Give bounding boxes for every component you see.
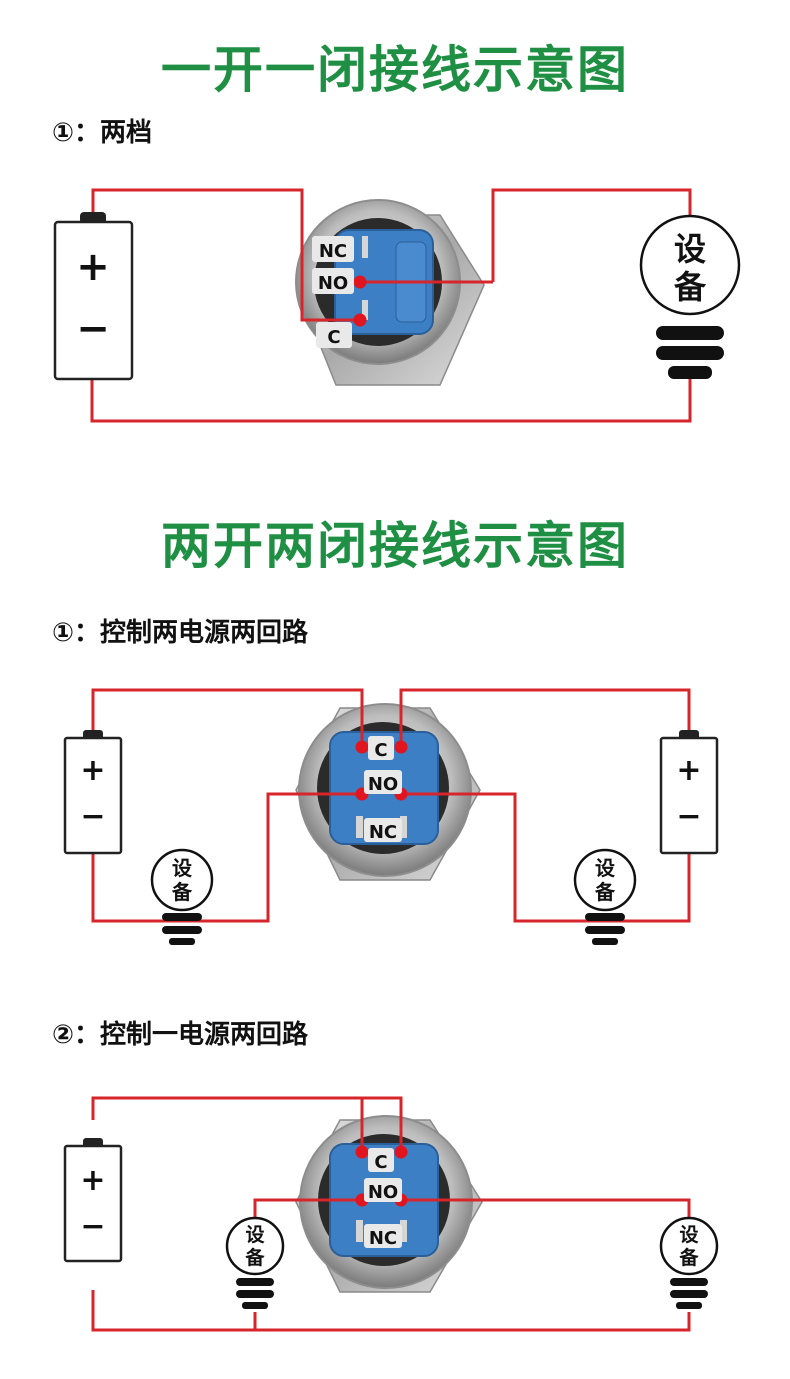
terminal-tag-no: NO xyxy=(364,1178,402,1203)
device-left-label-top: 设 xyxy=(245,1224,264,1246)
battery: + − xyxy=(63,1138,123,1263)
terminal-label-nc: NC xyxy=(369,1228,397,1249)
terminal-label-no: NO xyxy=(318,273,348,294)
device-left-label-top: 设 xyxy=(172,856,192,880)
terminal-tag-no: NO xyxy=(364,770,402,795)
diagram-one-power-two-circuits: C NO NC + − 设 备 设 备 xyxy=(63,1096,719,1332)
device-right-label-bottom: 备 xyxy=(594,880,616,904)
terminal-dot-c-right xyxy=(394,740,408,754)
device-left-label-bottom: 备 xyxy=(244,1246,265,1269)
terminal-dot-no xyxy=(353,275,367,289)
battery: + − xyxy=(53,212,134,381)
diagram-two-power-two-circuits: C NO NC + − + − 设 备 设 备 xyxy=(63,688,719,945)
terminal-tag-c: C xyxy=(368,1148,394,1173)
title-two-open-two-close: 两开两闭接线示意图 xyxy=(161,517,629,575)
battery-left: + − xyxy=(63,730,123,855)
battery-minus-sign: − xyxy=(76,306,110,352)
terminal-label-no: NO xyxy=(368,1182,398,1203)
device-label-bottom: 备 xyxy=(674,268,707,306)
terminal-label-c: C xyxy=(374,740,387,761)
terminal-dot-c-left xyxy=(355,740,369,754)
device-label-top: 设 xyxy=(674,230,706,268)
terminal-tag-c: C xyxy=(368,736,394,761)
device-lamp: 设 备 xyxy=(639,214,741,379)
battery-left-plus-sign: + xyxy=(80,753,105,788)
wires-section-1 xyxy=(90,188,692,423)
diagram-one-open-one-close: NC NO C + − 设 备 xyxy=(53,188,741,423)
device-right-label-top: 设 xyxy=(595,856,615,880)
terminal-tag-c: C xyxy=(316,322,352,348)
device-lamp-right: 设 备 xyxy=(659,1216,719,1309)
terminal-tag-nc: NC xyxy=(312,236,354,262)
battery-right: + − xyxy=(659,730,719,855)
wires-section-3 xyxy=(91,1096,691,1332)
terminal-label-c: C xyxy=(327,327,340,348)
device-lamp-right: 设 备 xyxy=(573,848,637,945)
terminal-tag-nc: NC xyxy=(364,1224,402,1249)
subtitle-one-power-two-circuits: ②：控制一电源两回路 xyxy=(52,1020,309,1050)
battery-right-plus-sign: + xyxy=(676,753,701,788)
battery-right-minus-sign: − xyxy=(676,799,701,834)
wires-section-2 xyxy=(91,688,691,923)
battery-left-minus-sign: − xyxy=(80,799,105,834)
terminal-dot-c-right xyxy=(394,1145,408,1159)
device-lamp-left: 设 备 xyxy=(150,848,214,945)
subtitle-two-position: ①：两档 xyxy=(52,118,153,148)
terminal-label-c: C xyxy=(374,1152,387,1173)
subtitle-two-power-two-circuits: ①：控制两电源两回路 xyxy=(52,618,309,648)
switch-body xyxy=(295,1115,483,1293)
terminal-dot-c-left xyxy=(355,1145,369,1159)
device-right-label-bottom: 备 xyxy=(678,1246,699,1269)
device-right-label-top: 设 xyxy=(679,1224,698,1246)
terminal-label-nc: NC xyxy=(369,822,397,843)
terminal-dot-c xyxy=(353,313,367,327)
title-one-open-one-close: 一开一闭接线示意图 xyxy=(161,41,629,99)
device-lamp-left: 设 备 xyxy=(225,1216,285,1309)
battery-plus-sign: + xyxy=(80,1163,105,1198)
battery-plus-sign: + xyxy=(76,244,110,290)
terminal-tag-nc: NC xyxy=(364,818,402,843)
terminal-tag-no: NO xyxy=(312,268,354,294)
battery-minus-sign: − xyxy=(80,1209,105,1244)
terminal-label-nc: NC xyxy=(319,241,347,262)
terminal-label-no: NO xyxy=(368,774,398,795)
device-left-label-bottom: 备 xyxy=(171,880,193,904)
